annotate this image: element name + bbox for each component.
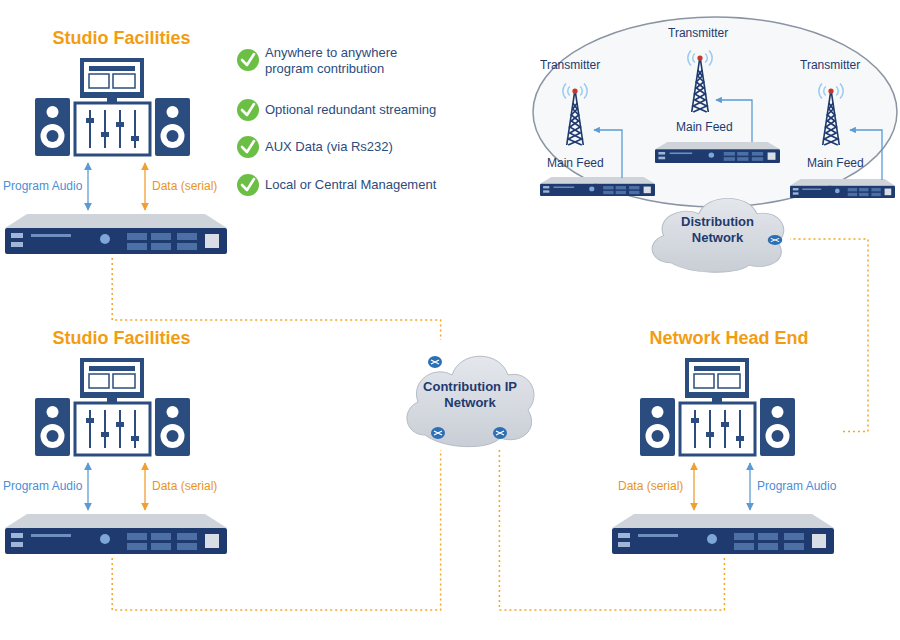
transmitter-tower	[688, 51, 712, 113]
studio-console	[640, 358, 795, 456]
feed-label: Main Feed	[807, 156, 864, 170]
audio-arrow	[749, 463, 750, 510]
network-name: Contribution IP Network	[423, 379, 518, 410]
transmitter-label: Transmitter	[668, 26, 728, 40]
router-icon	[428, 356, 442, 368]
signal-label: Program Audio	[3, 479, 82, 493]
router-icon	[493, 427, 507, 439]
codec-unit	[790, 179, 895, 198]
router-icon	[431, 427, 445, 439]
signal-label: Data (serial)	[152, 479, 217, 493]
codec-unit	[5, 214, 227, 254]
site-group: Studio Facilities	[5, 28, 238, 258]
studio-console	[35, 58, 190, 156]
signal-label: Data (serial)	[618, 479, 683, 493]
codec-unit	[540, 177, 655, 196]
network-cloud: Distribution Network	[645, 185, 790, 275]
data-arrow	[144, 463, 145, 510]
feature-item: AUX Data (via Rs232)	[265, 139, 393, 155]
transmitter-label: Transmitter	[540, 58, 600, 72]
feed-label: Main Feed	[676, 120, 733, 134]
network-cloud: Contribution IP Network	[400, 340, 540, 450]
data-arrow	[144, 163, 145, 210]
audio-arrow	[87, 163, 88, 210]
transmitter-tower	[563, 84, 587, 146]
signal-label: Data (serial)	[152, 179, 217, 193]
codec-unit	[655, 142, 780, 163]
network-link	[112, 258, 440, 340]
site-heading: Network Head End	[615, 328, 843, 349]
site-group: Studio Facilities	[5, 328, 238, 558]
network-name: Distribution Network	[670, 214, 765, 245]
site-heading: Studio Facilities	[5, 28, 238, 49]
site-heading: Studio Facilities	[5, 328, 238, 349]
signal-label: Program Audio	[757, 479, 836, 493]
transmitter-site	[533, 17, 897, 207]
signal-label: Program Audio	[3, 179, 82, 193]
feature-item: Anywhere to anywhere program contributio…	[265, 45, 415, 76]
feed-leader	[594, 100, 882, 180]
transmitter-label: Transmitter	[800, 58, 860, 72]
transmitter-tower	[819, 84, 843, 146]
check-mark	[237, 49, 259, 196]
studio-console	[35, 358, 190, 456]
network-link	[112, 450, 440, 610]
feed-label: Main Feed	[547, 156, 604, 170]
network-link	[499, 450, 724, 610]
site-group: Network Head End	[615, 328, 843, 558]
feature-item: Optional redundant streaming	[265, 102, 436, 118]
audio-arrow	[87, 463, 88, 510]
feature-item: Local or Central Management	[265, 177, 436, 193]
router-icon	[768, 235, 783, 245]
codec-unit	[5, 514, 227, 554]
data-arrow	[693, 463, 694, 510]
codec-unit	[612, 514, 834, 554]
